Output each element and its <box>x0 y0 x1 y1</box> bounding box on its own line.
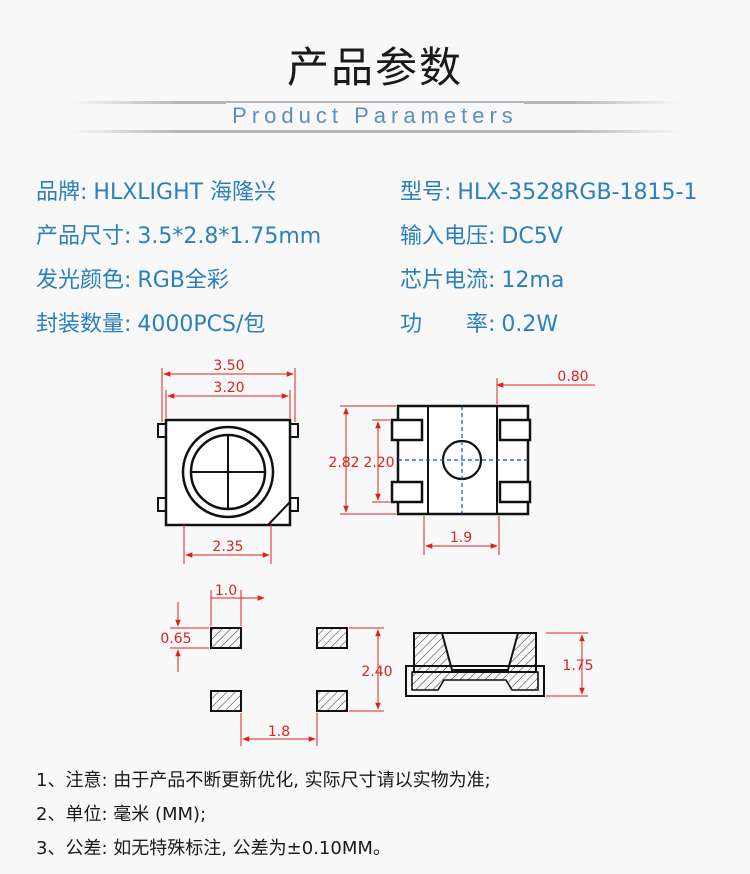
spec-brand: 品牌:HLXLIGHT 海隆兴 <box>36 180 277 205</box>
note-2: 2、单位: 毫米 (MM); <box>36 804 207 825</box>
pad-layout <box>210 627 348 712</box>
page-title: 产品参数 <box>286 43 463 92</box>
note-1: 1、注意: 由于产品不断更新优化, 实际尺寸请以实物为准; <box>36 770 491 791</box>
spec-voltage: 输入电压:DC5V <box>400 224 563 249</box>
dim-body-width: 1.9 <box>450 530 472 546</box>
dim-width-inner: 3.20 <box>213 380 244 396</box>
dim-bottom-width: 2.35 <box>212 539 243 555</box>
dim-side-height: 1.75 <box>562 658 593 674</box>
dim-width-outer: 3.50 <box>213 358 244 374</box>
spec-current: 芯片电流:12ma <box>400 268 565 293</box>
spec-color: 发光颜色:RGB全彩 <box>36 268 229 293</box>
divider-top <box>70 101 680 104</box>
page-subtitle: Product Parameters <box>0 103 750 129</box>
spec-size: 产品尺寸:3.5*2.8*1.75mm <box>36 224 322 249</box>
dim-height-outer: 2.82 <box>328 455 359 471</box>
note-3: 3、公差: 如无特殊标注, 公差为±0.10MM。 <box>36 838 391 859</box>
spec-package: 封装数量:4000PCS/包 <box>36 312 266 337</box>
top-view <box>157 418 299 527</box>
dim-lead-width: 0.80 <box>557 369 588 385</box>
dim-pad-span: 2.40 <box>361 664 392 680</box>
dimension-drawing: 3.50 3.20 2.35 0.80 2.82 2.20 1.9 <box>157 358 595 746</box>
dim-pad-pitch: 1.8 <box>268 724 290 740</box>
dim-height-inner: 2.20 <box>363 455 394 471</box>
spec-model: 型号:HLX-3528RGB-1815-1 <box>400 180 698 205</box>
divider-bottom <box>70 130 680 133</box>
side-view <box>405 632 545 697</box>
bottom-view <box>390 404 532 516</box>
dim-pad-height: 0.65 <box>160 631 191 647</box>
spec-power: 功 率:0.2W <box>400 312 559 337</box>
dim-pad-width: 1.0 <box>215 583 237 599</box>
